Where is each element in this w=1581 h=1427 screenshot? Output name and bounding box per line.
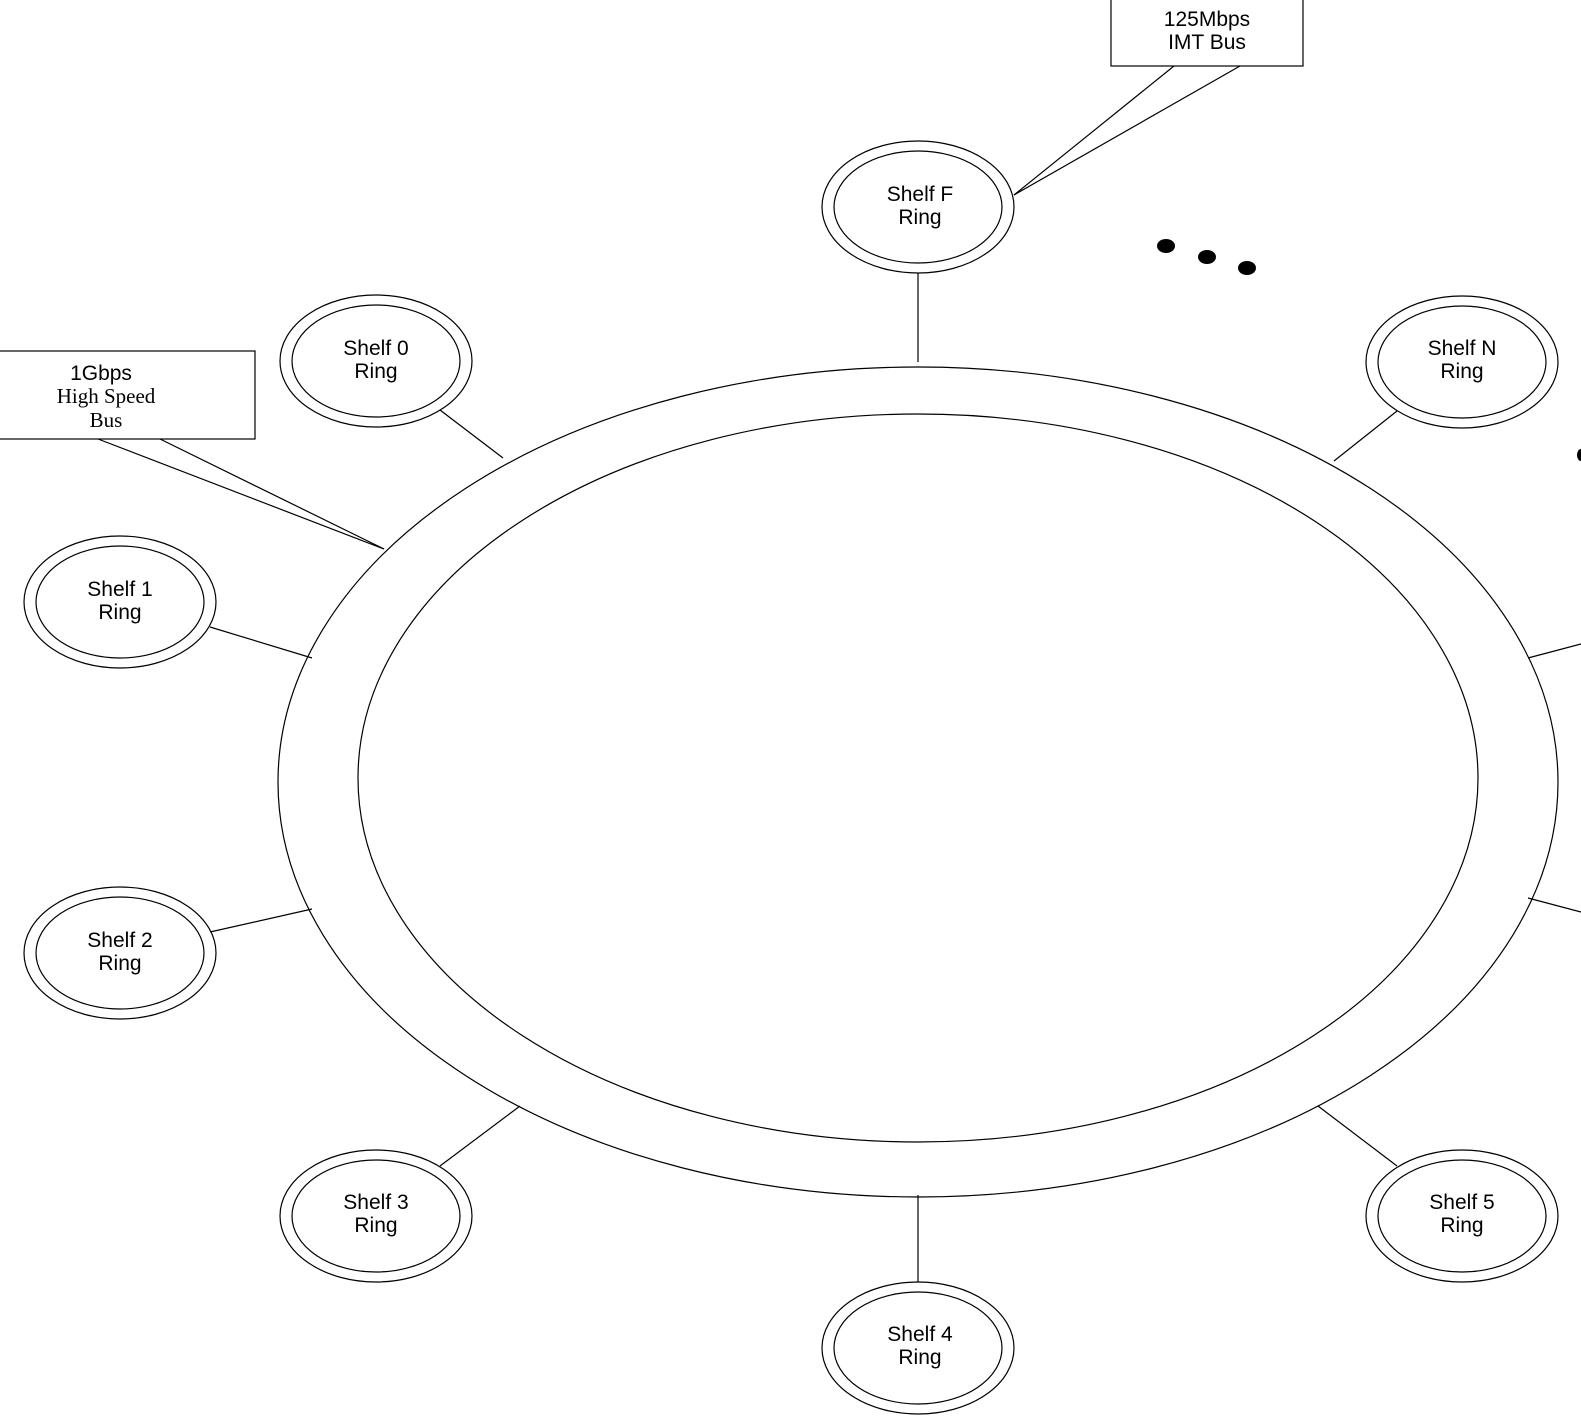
shelf-node-label-line2: Ring xyxy=(354,1214,397,1237)
shelf-node-label-line2: Ring xyxy=(354,360,397,383)
callout-pointers xyxy=(97,65,1241,550)
connector-shelf-2 xyxy=(209,908,313,933)
high-speed-bus-pointer-a xyxy=(97,438,385,550)
imt-bus-callout-line1: 125Mbps xyxy=(1164,8,1250,31)
ellipsis-dots xyxy=(1157,239,1581,461)
high-speed-bus-callout-line2: High Speed xyxy=(57,384,156,408)
shelf-node-label-line1: Shelf 5 xyxy=(1429,1191,1494,1214)
main-ring xyxy=(277,366,1559,1198)
shelf-node-0[interactable]: Shelf 0 Ring xyxy=(279,294,473,428)
shelf-node-inner xyxy=(833,1291,1003,1405)
connector-shelf-0 xyxy=(439,409,504,459)
main-ring-outer xyxy=(277,366,1559,1198)
connector-shelf-5 xyxy=(1317,1105,1398,1167)
shelf-node-label-line1: Shelf 0 xyxy=(343,337,408,360)
shelf-node-label-line1: Shelf N xyxy=(1428,337,1497,360)
shelf-node-label-line2: Ring xyxy=(98,601,141,624)
imt-bus-callout-box xyxy=(1110,0,1304,67)
shelf-node-label-line2: Ring xyxy=(898,1346,941,1369)
shelf-node-5[interactable]: Shelf 5 Ring xyxy=(1365,1149,1559,1283)
shelf-node-2[interactable]: Shelf 2 Ring xyxy=(23,886,217,1020)
imt-bus-callout-line2: IMT Bus xyxy=(1168,31,1246,54)
shelf-node-3[interactable]: Shelf 3 Ring xyxy=(279,1149,473,1283)
shelf-node-inner xyxy=(833,150,1003,264)
imt-bus-callout: 125Mbps IMT Bus xyxy=(1110,0,1304,67)
shelf-node-label-line2: Ring xyxy=(98,952,141,975)
shelf-node-label-line1: Shelf 2 xyxy=(87,929,152,952)
connectors xyxy=(209,272,1581,1285)
shelf-node-label-line2: Ring xyxy=(898,206,941,229)
high-speed-bus-callout-line3: Bus xyxy=(90,408,123,432)
high-speed-bus-callout-box xyxy=(0,350,256,440)
shelf-node-label-line1: Shelf 3 xyxy=(343,1191,408,1214)
shelf-node-label-line2: Ring xyxy=(1440,1214,1483,1237)
shelf-node-f[interactable]: Shelf F Ring xyxy=(821,140,1015,274)
shelf-node-label-line1: Shelf 1 xyxy=(87,578,152,601)
shelf-node-inner xyxy=(35,896,205,1010)
shelf-node-1[interactable]: Shelf 1 Ring xyxy=(23,535,217,669)
shelf-node-label-line2: Ring xyxy=(1440,360,1483,383)
high-speed-bus-callout-line1: 1Gbps xyxy=(70,362,132,385)
imt-bus-pointer-a xyxy=(1013,65,1175,196)
shelf-node-label-line1: Shelf F xyxy=(887,183,954,206)
connector-shelf-n xyxy=(1333,410,1398,462)
ellipsis-dot xyxy=(1198,250,1216,264)
shelf-node-n[interactable]: Shelf N Ring xyxy=(1365,295,1559,429)
connector-right-lower xyxy=(1527,897,1581,913)
shelf-node-inner xyxy=(291,1159,461,1273)
ellipsis-dot xyxy=(1238,261,1256,275)
ellipsis-dot xyxy=(1157,239,1175,253)
connector-shelf-1 xyxy=(209,626,313,659)
shelf-node-inner xyxy=(291,304,461,418)
ellipsis-dot-edge xyxy=(1577,449,1581,461)
high-speed-bus-callout: 1Gbps High Speed Bus xyxy=(0,350,256,440)
shelf-node-inner xyxy=(35,545,205,659)
connector-right-upper xyxy=(1527,643,1581,659)
shelf-node-label-line1: Shelf 4 xyxy=(887,1323,953,1346)
shelf-node-4[interactable]: Shelf 4 Ring xyxy=(821,1281,1015,1415)
imt-bus-pointer-b xyxy=(1013,65,1241,196)
connector-shelf-3 xyxy=(439,1105,521,1167)
high-speed-bus-pointer-b xyxy=(159,438,385,550)
main-ring-inner xyxy=(357,413,1479,1143)
shelf-node-inner xyxy=(1377,1159,1547,1273)
shelf-node-inner xyxy=(1377,305,1547,419)
